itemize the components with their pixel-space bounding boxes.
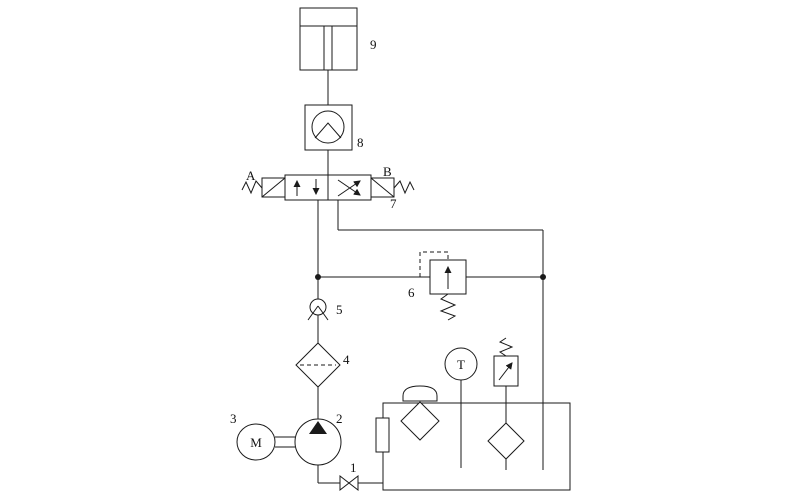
- check8-seat: [314, 122, 342, 139]
- return-strainer: [487, 422, 525, 460]
- check5-label: 5: [336, 302, 343, 317]
- junction-dot-right: [540, 274, 546, 280]
- filter-4: 4: [295, 342, 350, 388]
- check5-ball: [309, 298, 327, 316]
- motor-letter: M: [250, 435, 262, 450]
- filter-label: 4: [343, 352, 350, 367]
- solenoid-b-label: B: [383, 164, 392, 179]
- valve7-label: 7: [390, 196, 397, 211]
- junction-dot-left: [315, 274, 321, 280]
- motor-label: 3: [230, 411, 237, 426]
- check-valve-5: 5: [307, 298, 343, 321]
- check5-seat-left: [307, 305, 319, 321]
- check8-ball: [311, 110, 345, 144]
- check8-label: 8: [357, 135, 364, 150]
- level-gauge: [375, 417, 390, 453]
- valve7-arrow-cross-2: [337, 179, 361, 196]
- relief-label: 6: [408, 285, 415, 300]
- cylinder-9: 9: [299, 7, 377, 71]
- bypass-spring: [498, 337, 514, 357]
- shutoff-valve-1: 1: [339, 460, 359, 492]
- shutoff-right-triangle: [348, 474, 359, 492]
- check5-seat-right: [317, 305, 329, 321]
- temperature-gauge: T: [444, 347, 478, 381]
- valve7-left-position: [284, 174, 329, 201]
- directional-valve-7: A B 7: [241, 164, 415, 211]
- breather-filter: [400, 385, 440, 441]
- pump-flow-triangle: [309, 421, 327, 434]
- shutoff-left-triangle: [339, 474, 350, 492]
- pump-label: 2: [336, 411, 343, 426]
- breather-strainer: [400, 401, 440, 441]
- tank: [375, 402, 571, 491]
- pump-2: 2: [294, 411, 343, 466]
- motor-3: M 3: [230, 411, 295, 461]
- solenoid-a-label: A: [246, 168, 256, 183]
- breather-cap: [402, 385, 438, 402]
- pipes: [317, 70, 544, 484]
- pilot-check-valve-8: 8: [304, 104, 364, 151]
- gauge-letter: T: [457, 357, 465, 372]
- return-filter-bypass: [487, 337, 525, 460]
- cylinder-label: 9: [370, 37, 377, 52]
- relief-pilot-line: [419, 251, 449, 277]
- cylinder-body: [299, 7, 358, 71]
- motor-body: [236, 423, 276, 461]
- gauge-dial: [444, 347, 478, 381]
- shutoff-label: 1: [350, 460, 357, 475]
- relief-spring: [439, 293, 457, 321]
- solenoid-b-coil: [370, 177, 395, 198]
- relief-valve-6: 6: [408, 251, 467, 321]
- bypass-arrow: [498, 362, 513, 381]
- valve7-spring-right: [393, 180, 415, 195]
- valve7-arrow-cross-1: [337, 180, 361, 197]
- valve7-spring-left: [241, 180, 263, 195]
- pump-body: [294, 418, 342, 466]
- solenoid-a-coil: [261, 177, 286, 198]
